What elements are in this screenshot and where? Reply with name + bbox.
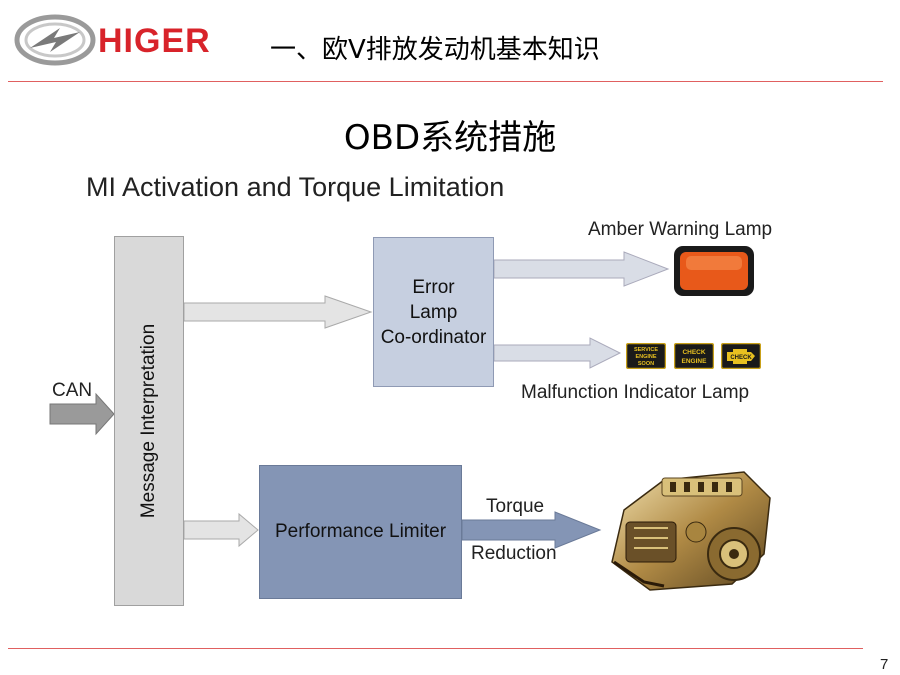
message-to-error-arrow [183,295,373,329]
brand-wordmark: HIGER [98,22,211,60]
service-icon-line-1: SERVICE [634,347,658,353]
service-icon-line-3: SOON [638,361,654,367]
check-engine-icon-line-1: CHECK [682,349,705,356]
message-interpretation-box: Message Interpretation [114,236,184,606]
error-box-line-2: Lamp [409,301,458,323]
error-to-amber-arrow [493,251,670,287]
check-engine-icon: CHECK ENGINE [674,343,714,369]
reduction-label: Reduction [471,543,557,564]
check-engine-icon-line-2: ENGINE [682,358,708,365]
error-to-mil-arrow [493,337,622,369]
check-engine-symbol-icon: CHECK [721,343,761,369]
message-to-performance-arrow [183,512,259,548]
torque-reduction-arrow [461,511,602,549]
performance-limiter-box: Performance Limiter [259,465,462,599]
torque-label: Torque [486,496,545,517]
bottom-divider [8,648,863,649]
can-input-arrow [49,392,115,436]
amber-warning-lamp-icon [674,246,754,296]
performance-limiter-label: Performance Limiter [274,521,447,542]
check-symbol-icon-text: CHECK [730,355,752,361]
error-box-line-3: Co-ordinator [380,326,487,348]
service-icon-line-2: ENGINE [635,354,656,360]
engine-icon [611,471,771,591]
can-label: CAN [52,380,93,401]
amber-warning-lamp-label: Amber Warning Lamp [588,219,773,240]
error-lamp-coordinator-box: Error Lamp Co-ordinator [373,237,494,387]
message-interpretation-label: Message Interpretation [138,323,159,519]
page-number: 7 [880,656,889,673]
malfunction-indicator-lamp-label: Malfunction Indicator Lamp [521,382,750,403]
slide-subtitle: MI Activation and Torque Limitation [86,172,505,202]
slide-title: OBD系统措施 [343,118,557,158]
header-title: 一、欧V排放发动机基本知识 [270,35,600,65]
higer-logo-icon [14,14,96,66]
top-divider [8,81,883,82]
service-engine-soon-icon: SERVICE ENGINE SOON [626,343,666,369]
error-box-line-1: Error [412,276,455,298]
